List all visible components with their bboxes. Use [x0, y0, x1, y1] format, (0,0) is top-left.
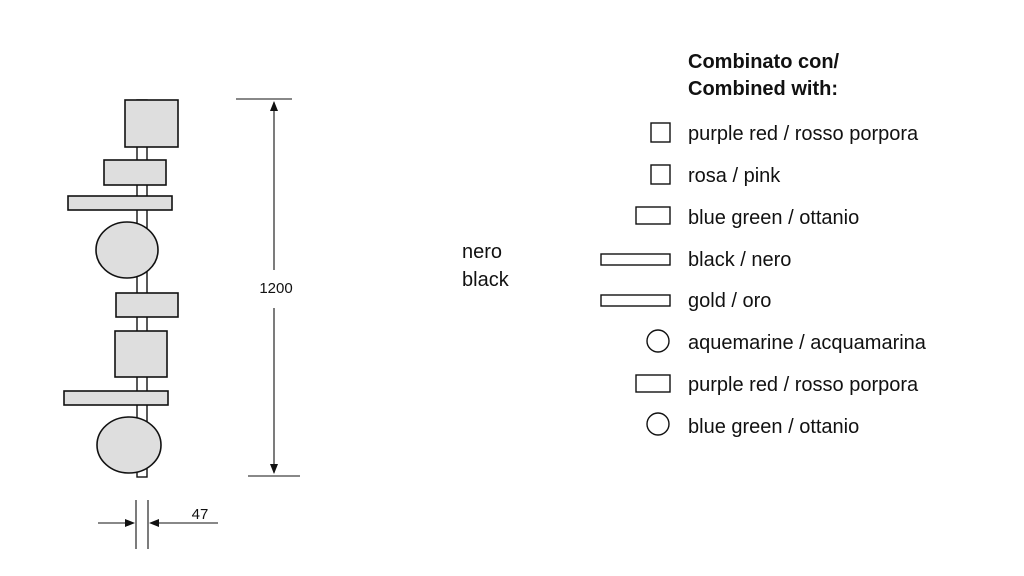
- circle-icon: [646, 412, 670, 436]
- element-rectangle-2: [115, 292, 179, 318]
- legend-item: purple red / rosso porpora: [635, 374, 919, 396]
- element-bar-1: [67, 195, 173, 211]
- legend-item-label: purple red / rosso porpora: [688, 374, 919, 396]
- circle-icon: [646, 329, 670, 353]
- legend-title-line2: Combined with:: [688, 78, 838, 100]
- legend-item: purple red / rosso porpora: [650, 122, 919, 145]
- legend-item-label: gold / oro: [688, 290, 771, 312]
- legend-item-label: blue green / ottanio: [688, 416, 859, 438]
- legend-item: aquemarine / acquamarina: [646, 329, 927, 354]
- height-dimension-label: 1200: [259, 280, 292, 297]
- element-rectangle-1: [103, 159, 167, 186]
- bar-icon: [600, 253, 671, 266]
- element-circle-2: [96, 416, 162, 474]
- rectangle-icon: [635, 206, 671, 225]
- square-icon: [650, 164, 671, 185]
- width-dimension-label: 47: [192, 506, 209, 523]
- legend-item-label: aquemarine / acquamarina: [688, 332, 927, 354]
- legend-item: rosa / pink: [650, 164, 781, 187]
- legend-item-label: blue green / ottanio: [688, 207, 859, 229]
- element-bar-2: [63, 390, 169, 406]
- legend-item-label: purple red / rosso porpora: [688, 123, 919, 145]
- element-square-2: [114, 330, 168, 378]
- legend-title-line1: Combinato con/: [688, 51, 840, 73]
- legend-item-label: black / nero: [688, 249, 791, 271]
- legend-item: blue green / ottanio: [635, 206, 859, 229]
- finish-label-it: nero: [462, 241, 502, 263]
- finish-label-en: black: [462, 269, 510, 291]
- square-icon: [650, 122, 671, 143]
- legend-item: black / nero: [600, 249, 791, 271]
- bar-icon: [600, 294, 671, 307]
- element-circle-1: [95, 221, 159, 279]
- legend-item-label: rosa / pink: [688, 165, 781, 187]
- legend-item: gold / oro: [600, 290, 771, 312]
- element-square-top: [124, 99, 179, 148]
- rectangle-icon: [635, 374, 671, 393]
- legend-item: blue green / ottanio: [646, 412, 859, 438]
